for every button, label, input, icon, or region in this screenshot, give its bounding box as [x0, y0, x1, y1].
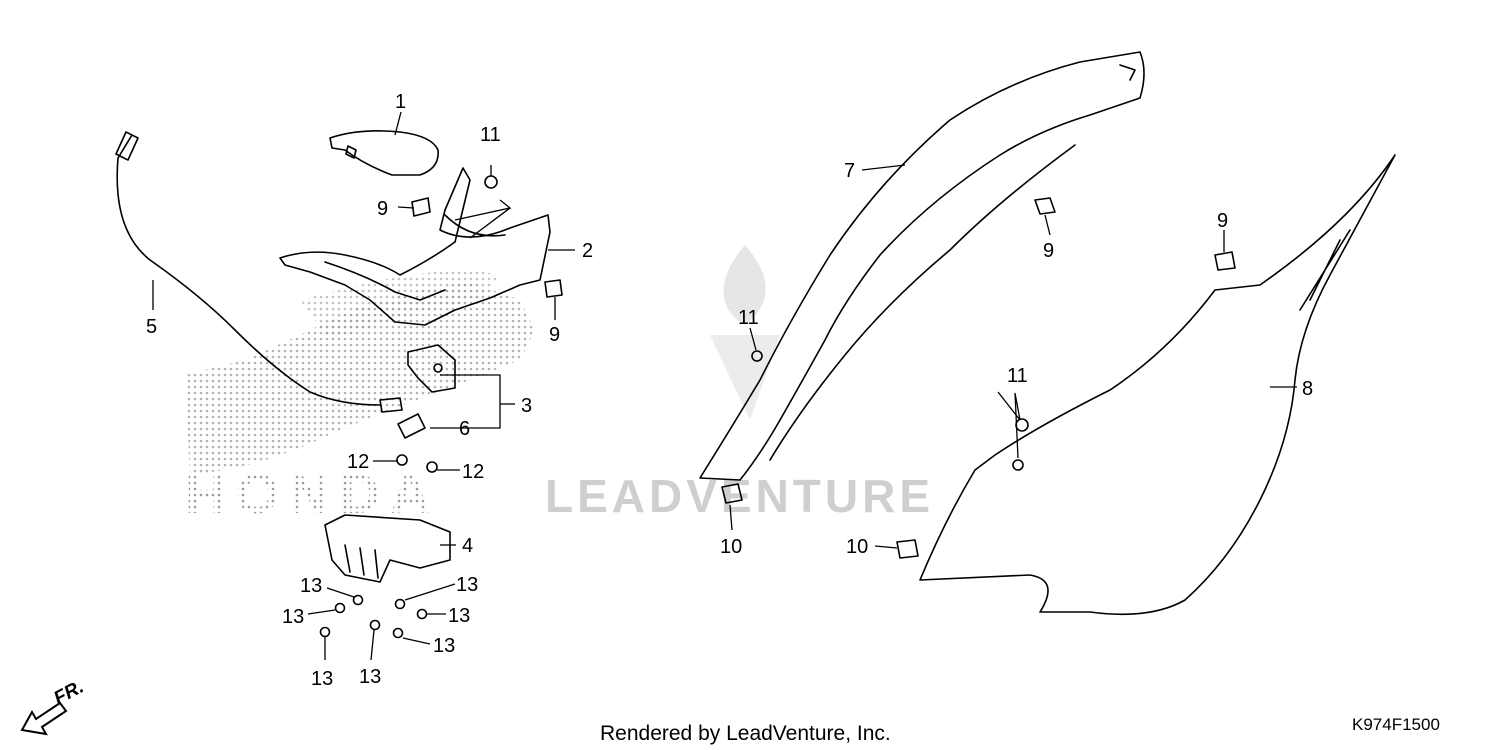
callout-11-a: 11 — [480, 124, 501, 146]
watermark-text: LEADVENTURE — [545, 470, 934, 522]
part-2-inner-cover — [279, 167, 551, 326]
callout-4: 4 — [462, 535, 473, 557]
callout-11-c: 11 — [1007, 365, 1028, 387]
callout-9-b: 9 — [549, 324, 560, 346]
clip-9-c — [1034, 197, 1056, 215]
callout-13-d: 13 — [448, 605, 470, 627]
clip-10-b — [896, 539, 919, 559]
leader-lines — [152, 111, 1297, 661]
part-3-bracket — [407, 344, 456, 393]
watermark-brand-text: HONDA — [185, 462, 440, 525]
clip-9-d — [1214, 251, 1236, 271]
callout-9-a: 9 — [377, 198, 388, 220]
rendered-by-credit: Rendered by LeadVenture, Inc. — [600, 722, 891, 745]
screw-12-a — [396, 454, 408, 466]
front-direction-arrow: FR. — [20, 677, 87, 736]
callout-5: 5 — [146, 316, 157, 338]
part-6-lock — [397, 413, 426, 439]
clip-9-b — [544, 279, 563, 298]
callout-10-b: 10 — [846, 536, 868, 558]
bolt-11-c — [1012, 418, 1029, 471]
clip-9-a — [411, 197, 431, 217]
callout-8: 8 — [1302, 378, 1313, 400]
bolt-11-b — [751, 350, 763, 362]
callout-11-b: 11 — [738, 307, 759, 329]
callout-1: 1 — [395, 91, 406, 113]
callout-7: 7 — [844, 160, 855, 182]
callout-13-a: 13 — [300, 575, 322, 597]
callout-13-g: 13 — [359, 666, 381, 688]
callout-13-f: 13 — [311, 668, 333, 690]
part-7-side-cover — [699, 51, 1145, 481]
honda-watermark-logo: HONDA — [185, 268, 535, 525]
callout-9-d: 9 — [1217, 210, 1228, 232]
part-4-tray — [324, 514, 451, 583]
bolt-11-a — [484, 175, 498, 189]
screw-12-b — [426, 461, 438, 473]
callout-2: 2 — [582, 240, 593, 262]
diagram-code: K974F1500 — [1352, 715, 1440, 734]
callout-10-a: 10 — [720, 536, 742, 558]
callout-13-b: 13 — [456, 574, 478, 596]
callout-12-a: 12 — [347, 451, 369, 473]
callout-13-e: 13 — [433, 635, 455, 657]
part-1-cover — [329, 130, 439, 176]
callout-6: 6 — [459, 418, 470, 440]
screws-13 — [319, 594, 428, 639]
callout-9-c: 9 — [1043, 240, 1054, 262]
callout-3: 3 — [521, 395, 532, 417]
clip-10-a — [721, 483, 743, 504]
callout-13-c: 13 — [282, 606, 304, 628]
part-8-side-cover — [919, 154, 1396, 616]
callout-12-b: 12 — [462, 461, 484, 483]
part-5-cable — [116, 134, 381, 406]
